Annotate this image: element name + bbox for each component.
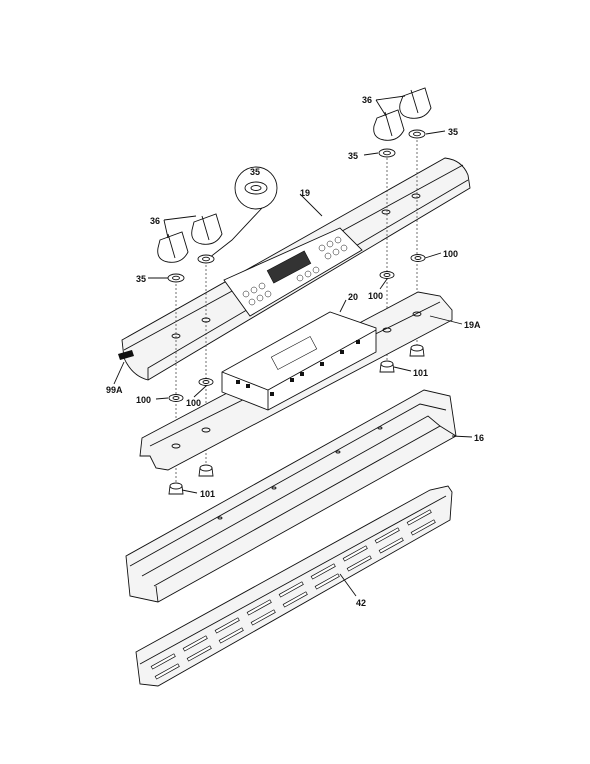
hex-nut-left-b (168, 482, 184, 495)
label-42: 42 (356, 598, 366, 608)
part-labels: 36 35 35 35 19 36 35 100 100 20 19A 99A … (106, 95, 484, 608)
label-35-inset: 35 (250, 167, 260, 177)
label-20: 20 (348, 292, 358, 302)
grommet-left-a (168, 394, 184, 402)
knob-right-upper (399, 87, 432, 119)
label-35-right-b: 35 (348, 151, 358, 161)
knob-right-lower (373, 109, 405, 141)
nut-left-b (167, 273, 185, 283)
label-101-left: 101 (200, 489, 215, 499)
hex-nut-right-a (409, 344, 425, 357)
label-99A: 99A (106, 385, 123, 395)
label-19: 19 (300, 188, 310, 198)
knob-left-lower (157, 231, 189, 263)
vent-cover-42 (135, 485, 453, 687)
control-board-20 (221, 311, 377, 411)
nut-inset-callout (208, 166, 278, 259)
nut-right-a (408, 129, 426, 139)
label-35-right-a: 35 (448, 127, 458, 137)
nut-left-a (197, 254, 215, 264)
hex-nut-left-a (198, 464, 214, 477)
label-36-left: 36 (150, 216, 160, 226)
nut-right-b (378, 148, 396, 158)
hex-nut-right-b (379, 360, 395, 373)
leader-lines (113, 95, 473, 597)
label-100-left-b: 100 (186, 398, 201, 408)
label-100-right-b: 100 (368, 291, 383, 301)
grommet-right-a (410, 254, 426, 262)
label-36-right: 36 (362, 95, 372, 105)
grommet-right-b (379, 271, 395, 279)
label-100-right-a: 100 (443, 249, 458, 259)
label-100-left-a: 100 (136, 395, 151, 405)
knob-left-upper (191, 213, 223, 245)
tag-99A (118, 350, 134, 360)
control-panel-19 (121, 157, 471, 381)
label-101-right: 101 (413, 368, 428, 378)
label-19A: 19A (464, 320, 481, 330)
label-16: 16 (474, 433, 484, 443)
label-35-left: 35 (136, 274, 146, 284)
grommet-left-b (198, 378, 214, 386)
